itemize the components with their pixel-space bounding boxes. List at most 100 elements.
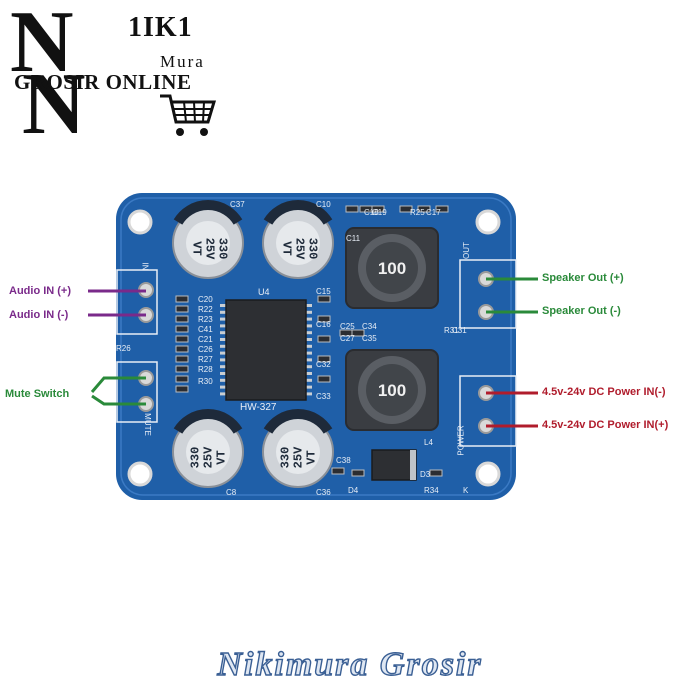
ic-pin [306, 365, 312, 369]
component-label: R22 [198, 305, 213, 314]
mounting-holes [127, 209, 501, 487]
logo-monogram-bottom: N [22, 56, 86, 153]
component-label: R26 [116, 344, 131, 353]
ic-pin [306, 385, 312, 389]
board-model: HW-327 [240, 402, 277, 413]
footer-watermark: Nikimura Grosir [217, 645, 483, 683]
component-label: C19 [372, 208, 387, 217]
component-label: R28 [198, 365, 213, 374]
component-label: C27 [340, 334, 355, 343]
component-label: C26 [198, 345, 213, 354]
smd-part [317, 335, 331, 343]
ic-pin [306, 324, 312, 328]
component-label: L4 [424, 438, 433, 447]
component-label: R30 [198, 377, 213, 386]
smd-components [175, 205, 449, 477]
ic-pin [220, 372, 226, 375]
ic-pin [306, 344, 312, 348]
smd-part [175, 375, 189, 383]
smd-part [417, 205, 431, 213]
component-label: R34 [424, 486, 439, 495]
capacitor-c10 [262, 200, 334, 279]
inductor-top [345, 227, 439, 309]
smd-part [317, 375, 331, 383]
ic-pin [220, 324, 226, 328]
smd-part [175, 345, 189, 353]
inductor-bottom [345, 349, 439, 431]
smd-part [317, 315, 331, 323]
component-label: C35 [362, 334, 377, 343]
ic-pin [306, 372, 312, 375]
smd-part [175, 355, 189, 363]
component-label: C8 [226, 488, 237, 497]
component-label: C21 [198, 335, 213, 344]
component-label: C18 [364, 208, 379, 217]
component-label: C37 [230, 200, 245, 209]
ic-pin [220, 317, 226, 321]
label-speaker-out-plus: Speaker Out (+) [542, 272, 624, 284]
smd-part [351, 329, 365, 337]
component-label: C17 [426, 208, 441, 217]
shopping-cart-icon [160, 94, 217, 136]
component-label: C41 [198, 325, 213, 334]
ic-pin [306, 358, 312, 362]
ic-pin [220, 304, 226, 307]
smd-part [351, 469, 365, 477]
component-label: C38 [336, 456, 351, 465]
brand-logo: N N 1IK1 Mura GROSIR ONLINE [10, 0, 225, 153]
smd-part [371, 205, 385, 213]
wire-mute-top [90, 376, 146, 393]
ic-pin [306, 392, 312, 396]
amplifier-ic [220, 299, 312, 401]
smd-part [175, 295, 189, 303]
logo-brand-name: Mura [160, 52, 205, 71]
ic-pin [220, 351, 226, 355]
label-audio-in-minus: Audio IN (-) [9, 309, 69, 321]
component-label: C36 [316, 488, 331, 497]
label-mute-switch: Mute Switch [5, 388, 70, 400]
component-label: C16 [316, 320, 331, 329]
component-label: R23 [198, 315, 213, 324]
ic-pin [220, 392, 226, 396]
component-label: R27 [198, 355, 213, 364]
ic-pin [220, 358, 226, 362]
label-audio-in-plus: Audio IN (+) [9, 285, 72, 297]
component-label: C34 [362, 322, 377, 331]
logo-monogram-top: N [10, 0, 74, 91]
smd-part [399, 205, 413, 213]
component-label: C25 [340, 322, 355, 331]
ic-pin [306, 304, 312, 307]
inductor-bottom-value: 100 [377, 381, 407, 400]
component-label: R31 [444, 326, 459, 335]
label-power-minus: 4.5v-24v DC Power IN(-) [542, 386, 666, 398]
smd-part [175, 325, 189, 333]
ic-pin [306, 351, 312, 355]
smd-part [175, 365, 189, 373]
ic-pin [220, 365, 226, 369]
component-label: C32 [316, 360, 331, 369]
smd-part [175, 335, 189, 343]
component-label: D3 [420, 470, 431, 479]
smd-part [317, 355, 331, 363]
capacitor-c8 [172, 409, 244, 488]
smd-part [175, 385, 189, 393]
smd-part [435, 205, 449, 213]
component-label: C33 [316, 392, 331, 401]
ic-pin [306, 331, 312, 335]
smd-part [175, 305, 189, 313]
ic-pin [220, 310, 226, 314]
smd-part [345, 205, 359, 213]
label-speaker-out-minus: Speaker Out (-) [542, 305, 621, 317]
ic-pin [306, 378, 312, 382]
smd-part [331, 467, 345, 475]
silk-k: K [463, 486, 469, 495]
component-label: C20 [198, 295, 213, 304]
smd-part [429, 469, 443, 477]
component-label: C31 [452, 326, 467, 335]
component-label: D4 [348, 486, 359, 495]
ic-pin [220, 338, 226, 341]
inductor-top-value: 100 [377, 259, 407, 278]
logo-brand-line: GROSIR ONLINE [14, 70, 192, 94]
smd-part [175, 315, 189, 323]
